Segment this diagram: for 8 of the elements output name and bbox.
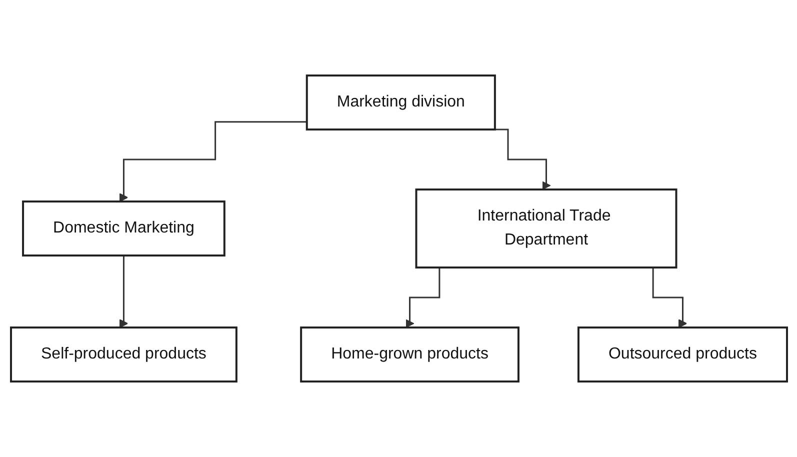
node-box: Domestic Marketing bbox=[22, 200, 225, 256]
arrow bbox=[118, 121, 306, 202]
node-box: Home-grown products bbox=[300, 326, 519, 382]
arrow bbox=[118, 254, 128, 328]
node-box: Outsourced products bbox=[576, 326, 788, 382]
node-box: Marketing division bbox=[305, 74, 496, 130]
node-box: Self-produced products bbox=[10, 326, 237, 382]
node-box: International Trade Department bbox=[414, 188, 677, 268]
